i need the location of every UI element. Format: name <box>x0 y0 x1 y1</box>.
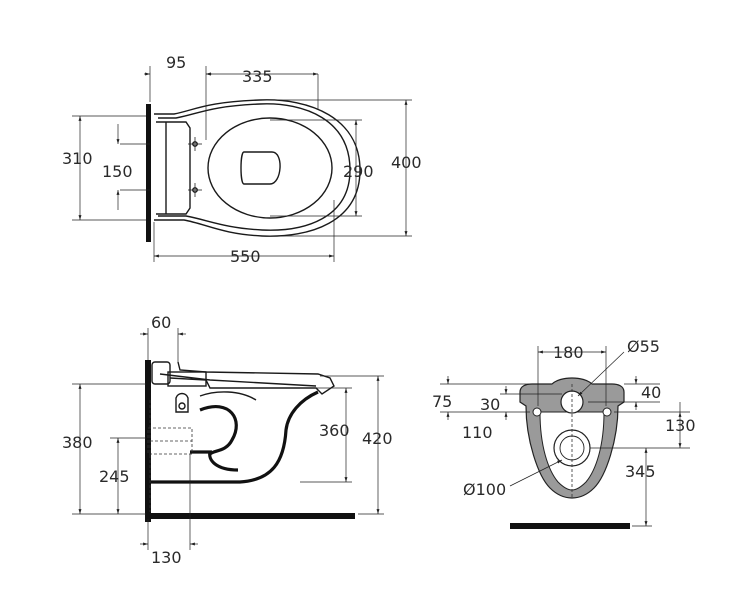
dim-310: 310 <box>62 149 93 168</box>
rear-fixing-left <box>532 407 542 417</box>
rear-dimension-lines <box>440 346 690 527</box>
dim-400: 400 <box>391 153 422 172</box>
top-view: 95 335 310 150 290 400 550 <box>62 53 422 266</box>
side-fitting <box>151 361 171 385</box>
top-seat-opening <box>240 151 281 185</box>
top-bowl-outline <box>154 99 361 237</box>
rear-floor <box>510 523 630 529</box>
dim-290: 290 <box>343 162 374 181</box>
dim-420: 420 <box>362 429 393 448</box>
side-floor <box>145 513 355 519</box>
dim-100: Ø100 <box>463 480 506 499</box>
top-fixing-crosses <box>120 137 202 197</box>
dim-380: 380 <box>62 433 93 452</box>
dim-245: 245 <box>99 467 130 486</box>
side-view: 60 380 245 360 420 130 <box>62 313 393 567</box>
rear-fixing-right <box>602 407 612 417</box>
dim-345: 345 <box>625 462 656 481</box>
dim-150: 150 <box>102 162 133 181</box>
side-hook-hole <box>178 402 186 410</box>
dim-60: 60 <box>151 313 171 332</box>
dim-180: 180 <box>553 343 584 362</box>
side-inner-curve <box>199 391 257 401</box>
dim-335: 335 <box>242 67 273 86</box>
dim-360: 360 <box>319 421 350 440</box>
dim-30: 30 <box>480 395 500 414</box>
dim-75: 75 <box>432 392 452 411</box>
rear-view: 180 Ø55 75 30 40 110 130 345 Ø100 <box>432 337 696 529</box>
dim-110: 110 <box>462 423 493 442</box>
side-hook <box>175 392 189 413</box>
dim-55: Ø55 <box>627 337 660 356</box>
dim-95: 95 <box>166 53 186 72</box>
top-dimension-lines <box>72 66 412 262</box>
top-flange <box>156 121 191 215</box>
dim-130-side: 130 <box>151 548 182 567</box>
top-seat <box>207 117 333 219</box>
top-bowl-inner-outline <box>158 103 351 231</box>
dim-550: 550 <box>230 247 261 266</box>
dim-130-rear: 130 <box>665 416 696 435</box>
side-dimension-lines <box>72 328 384 550</box>
side-bowl-rim <box>159 373 317 387</box>
side-inlet <box>167 371 207 387</box>
dim-40: 40 <box>641 383 661 402</box>
side-trap <box>199 405 238 456</box>
top-wall <box>146 104 151 242</box>
